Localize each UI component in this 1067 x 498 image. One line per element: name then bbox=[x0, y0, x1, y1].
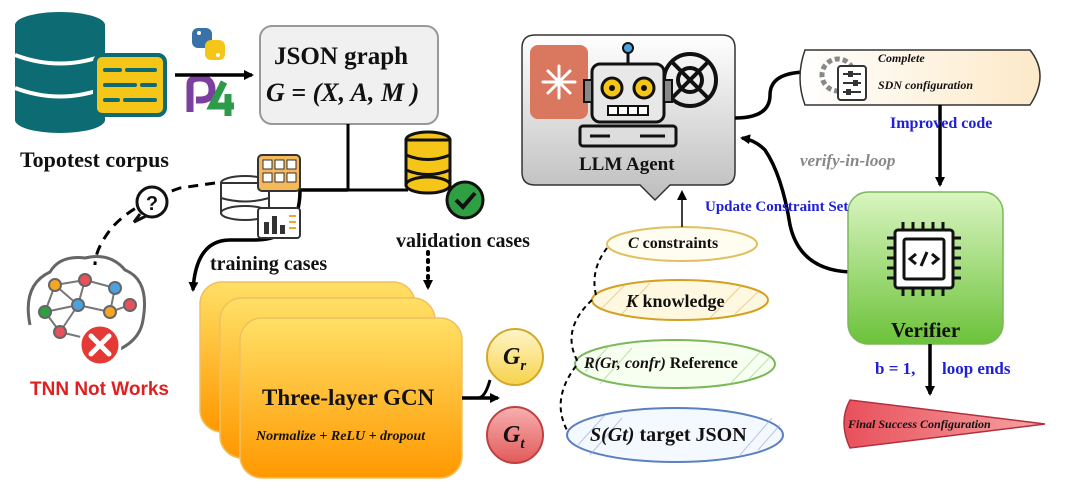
gcn-subtitle: Normalize + ReLU + dropout bbox=[256, 429, 426, 444]
gr-label: Gr bbox=[503, 345, 526, 374]
connector-2 bbox=[570, 299, 593, 363]
gear-config-icon bbox=[819, 56, 867, 101]
json-graph-box bbox=[259, 25, 439, 125]
gr-base: G bbox=[503, 344, 521, 370]
tnn-network-icon bbox=[26, 255, 146, 367]
knowledge-text: knowledge bbox=[638, 291, 725, 311]
sdn-line1: Complete bbox=[878, 51, 925, 65]
svg-text:?: ? bbox=[146, 193, 158, 215]
reference-prefix: R(Gr, confr) bbox=[584, 355, 666, 372]
validation-database-icon bbox=[404, 130, 485, 220]
corpus-database-icon bbox=[14, 12, 167, 133]
target-json-ellipse bbox=[566, 407, 784, 463]
corpus-label: Topotest corpus bbox=[20, 147, 169, 172]
knowledge-prefix: K bbox=[626, 291, 639, 311]
knowledge-label: K knowledge bbox=[626, 292, 725, 310]
claude-logo-icon bbox=[530, 45, 588, 119]
code-chip-icon bbox=[887, 222, 961, 296]
training-label: training cases bbox=[210, 253, 328, 275]
knowledge-hatch bbox=[599, 282, 761, 319]
improved-code-label: Improved code bbox=[890, 115, 993, 132]
connector-1 bbox=[593, 247, 608, 296]
reference-label: R(Gr, confr) Reference bbox=[584, 356, 738, 372]
gt-sub: t bbox=[520, 435, 525, 452]
constraints-text: constraints bbox=[638, 235, 719, 252]
loop-b-label: b = 1, bbox=[875, 359, 916, 378]
robot-icon bbox=[578, 42, 678, 148]
reference-text: Reference bbox=[665, 355, 738, 372]
python-logo-icon bbox=[192, 28, 225, 60]
final-config-label: Final Success Configuration bbox=[848, 417, 991, 431]
reference-hatch bbox=[584, 344, 773, 385]
gr-node bbox=[486, 328, 544, 386]
gt-label: Gt bbox=[503, 423, 525, 452]
target-json-prefix: S(Gt) bbox=[590, 424, 635, 446]
gt-base: G bbox=[503, 422, 521, 448]
llm-agent-label: LLM Agent bbox=[579, 154, 675, 175]
gr-sub: r bbox=[520, 357, 527, 374]
constraints-label: C constraints bbox=[628, 236, 718, 252]
gcn-stack bbox=[199, 281, 463, 479]
target-hatch bbox=[577, 414, 781, 456]
gcn-title: Three-layer GCN bbox=[262, 385, 435, 410]
tnn-label: TNN Not Works bbox=[30, 379, 169, 400]
question-bubble-icon: ? bbox=[132, 185, 169, 224]
training-arrow bbox=[188, 188, 348, 292]
verify-loop-arrow bbox=[740, 134, 851, 274]
update-constraint-label: Update Constraint Set bbox=[705, 199, 849, 215]
training-data-icon bbox=[220, 154, 301, 239]
json-graph-formula: G = (X, A, M ) bbox=[266, 78, 420, 107]
verifier-label: Verifier bbox=[891, 318, 961, 342]
llm-to-sdn-arrow bbox=[734, 67, 810, 120]
p4-logo-icon bbox=[186, 74, 234, 116]
graph-to-validation-line bbox=[346, 124, 408, 192]
validation-label: validation cases bbox=[396, 230, 530, 252]
json-graph-title: JSON graph bbox=[274, 43, 409, 70]
sdn-line2: SDN configuration bbox=[878, 78, 974, 92]
target-json-text: target JSON bbox=[634, 424, 747, 446]
reference-ellipse bbox=[574, 339, 776, 389]
final-config-banner bbox=[843, 399, 1046, 449]
constraints-prefix: C bbox=[628, 235, 639, 252]
gt-node bbox=[486, 406, 544, 464]
target-json-label: S(Gt) target JSON bbox=[590, 425, 747, 445]
connector-3 bbox=[559, 365, 577, 433]
loop-ends-label: loop ends bbox=[942, 359, 1011, 378]
verify-in-loop-label: verify-in-loop bbox=[800, 151, 896, 170]
